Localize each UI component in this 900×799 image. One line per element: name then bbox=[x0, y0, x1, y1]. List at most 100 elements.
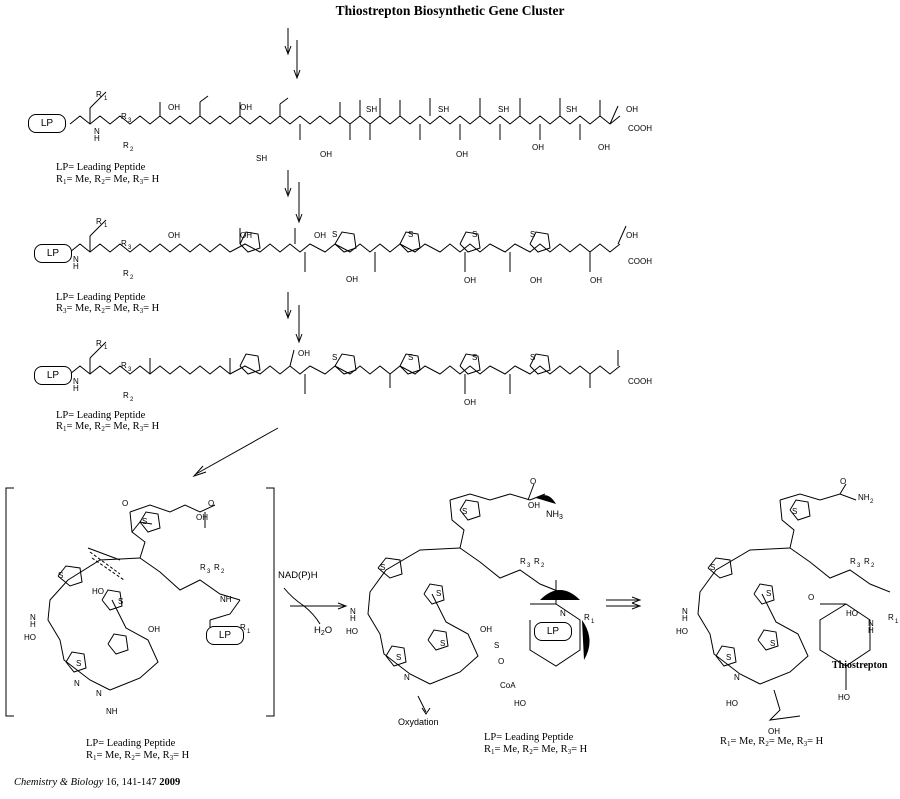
svg-text:R: R bbox=[123, 269, 129, 278]
svg-text:N: N bbox=[404, 673, 410, 682]
svg-text:R: R bbox=[584, 613, 590, 622]
legend-lp-5: LP= Leading Peptide bbox=[484, 732, 574, 743]
svg-text:R: R bbox=[888, 613, 894, 622]
svg-text:R: R bbox=[240, 623, 246, 632]
svg-text:2: 2 bbox=[130, 275, 134, 281]
svg-text:H: H bbox=[350, 614, 356, 623]
svg-text:3: 3 bbox=[128, 118, 132, 124]
legend-r-4: R1= Me, R2= Me, R3= H bbox=[86, 750, 190, 762]
svg-text:3: 3 bbox=[207, 569, 211, 575]
svg-text:S: S bbox=[332, 353, 337, 362]
svg-text:R: R bbox=[121, 112, 127, 121]
svg-text:COOH: COOH bbox=[628, 257, 652, 266]
svg-text:S: S bbox=[472, 230, 477, 239]
svg-text:R: R bbox=[123, 141, 129, 150]
svg-text:O: O bbox=[840, 477, 846, 486]
svg-text:OH: OH bbox=[346, 275, 358, 284]
legend-r-5: R1= Me, R2= Me, R3= H bbox=[484, 744, 588, 756]
leading-peptide-box-4: LP bbox=[206, 626, 244, 645]
svg-text:R: R bbox=[534, 557, 540, 566]
svg-text:S: S bbox=[380, 563, 385, 572]
svg-text:HO: HO bbox=[676, 627, 688, 636]
svg-text:S: S bbox=[408, 230, 413, 239]
svg-text:SH: SH bbox=[498, 105, 509, 114]
svg-text:NH: NH bbox=[220, 595, 232, 604]
svg-text:N: N bbox=[73, 255, 79, 264]
svg-text:HO: HO bbox=[846, 609, 858, 618]
svg-text:S: S bbox=[766, 589, 771, 598]
legend-lp-1: LP= Leading Peptide bbox=[56, 162, 146, 173]
svg-text:3: 3 bbox=[527, 563, 531, 569]
svg-text:SH: SH bbox=[256, 154, 267, 163]
svg-text:N: N bbox=[73, 377, 79, 386]
legend-r-2: R3= Me, R2= Me, R3= H bbox=[56, 303, 160, 315]
svg-text:OH: OH bbox=[168, 231, 180, 240]
svg-text:OH: OH bbox=[314, 231, 326, 240]
svg-text:S: S bbox=[462, 507, 467, 516]
svg-text:1: 1 bbox=[104, 345, 108, 351]
svg-text:2: 2 bbox=[870, 499, 874, 505]
svg-text:3: 3 bbox=[128, 367, 132, 373]
svg-text:OH: OH bbox=[530, 276, 542, 285]
svg-text:SH: SH bbox=[366, 105, 377, 114]
svg-text:OH: OH bbox=[464, 276, 476, 285]
svg-text:HO: HO bbox=[92, 587, 104, 596]
svg-text:OH: OH bbox=[240, 231, 252, 240]
svg-text:OH: OH bbox=[528, 501, 540, 510]
svg-text:N: N bbox=[560, 609, 566, 618]
scheme-title: Thiostrepton Biosynthetic Gene Cluster bbox=[335, 3, 565, 18]
svg-text:S: S bbox=[530, 353, 535, 362]
svg-text:OH: OH bbox=[196, 513, 208, 522]
svg-text:COOH: COOH bbox=[628, 124, 652, 133]
svg-text:H: H bbox=[94, 134, 100, 143]
svg-text:1: 1 bbox=[104, 96, 108, 102]
legend-lp-3: LP= Leading Peptide bbox=[56, 410, 146, 421]
citation-journal: Chemistry & Biology bbox=[14, 777, 104, 788]
legend-lp-2: LP= Leading Peptide bbox=[56, 292, 146, 303]
svg-text:N: N bbox=[868, 619, 874, 628]
svg-text:S: S bbox=[440, 639, 445, 648]
svg-text:N: N bbox=[94, 127, 100, 136]
legend-lp-4: LP= Leading Peptide bbox=[86, 738, 176, 749]
svg-text:NH: NH bbox=[858, 493, 870, 502]
legend-r-3: R1= Me, R2= Me, R3= H bbox=[56, 421, 160, 433]
svg-text:SH: SH bbox=[438, 105, 449, 114]
svg-text:COOH: COOH bbox=[628, 377, 652, 386]
svg-text:HO: HO bbox=[726, 699, 738, 708]
svg-text:R: R bbox=[200, 563, 206, 572]
legend-r-1: R1= Me, R2= Me, R3= H bbox=[56, 174, 160, 186]
svg-text:NH: NH bbox=[106, 707, 118, 716]
svg-text:1: 1 bbox=[591, 619, 595, 625]
svg-text:OH: OH bbox=[532, 143, 544, 152]
svg-text:S: S bbox=[770, 639, 775, 648]
svg-text:H: H bbox=[73, 384, 79, 393]
citation-year: 2009 bbox=[159, 777, 181, 788]
svg-text:S: S bbox=[332, 230, 337, 239]
svg-text:O: O bbox=[530, 477, 536, 486]
svg-text:OH: OH bbox=[626, 231, 638, 240]
reagent-ammonia: NH3 bbox=[546, 509, 563, 521]
svg-text:N: N bbox=[734, 673, 740, 682]
svg-text:N: N bbox=[96, 689, 102, 698]
svg-text:R: R bbox=[520, 557, 526, 566]
svg-text:S: S bbox=[792, 507, 797, 516]
svg-text:OH: OH bbox=[598, 143, 610, 152]
citation: Chemistry & Biology 16, 141-147 2009 bbox=[14, 777, 180, 788]
leading-peptide-box-5: LP bbox=[534, 622, 572, 641]
svg-text:HO: HO bbox=[24, 633, 36, 642]
svg-text:S: S bbox=[76, 659, 81, 668]
svg-text:R: R bbox=[850, 557, 856, 566]
svg-text:S: S bbox=[494, 641, 499, 650]
legend-r-6: R1= Me, R2= Me, R3= H bbox=[720, 736, 824, 748]
svg-text:S: S bbox=[396, 653, 401, 662]
svg-text:H: H bbox=[73, 262, 79, 271]
oxidation-label: Oxydation bbox=[398, 717, 439, 727]
svg-text:OH: OH bbox=[626, 105, 638, 114]
product-name: Thiostrepton bbox=[832, 660, 888, 671]
reagent-nadph: NAD(P)H bbox=[278, 570, 318, 581]
svg-text:R: R bbox=[96, 90, 102, 99]
svg-text:OH: OH bbox=[590, 276, 602, 285]
svg-text:S: S bbox=[118, 597, 123, 606]
svg-text:1: 1 bbox=[247, 629, 251, 635]
svg-text:N: N bbox=[74, 679, 80, 688]
